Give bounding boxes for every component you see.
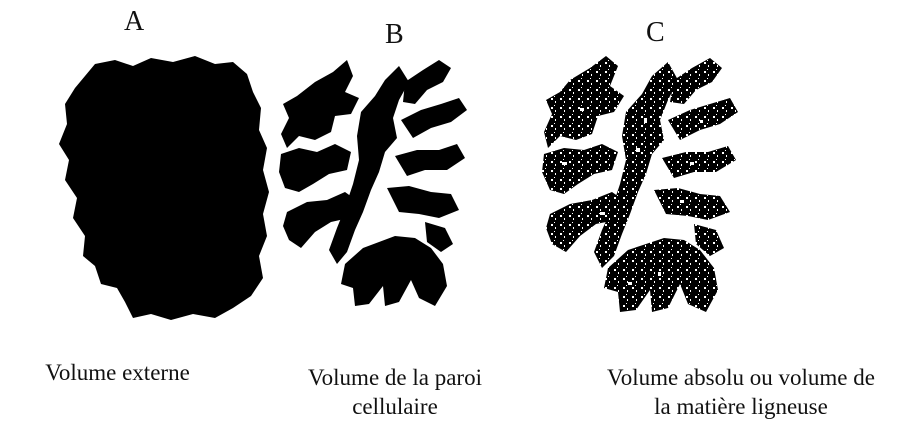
panel-b-letter: B: [385, 21, 404, 49]
cell-wall-silhouette: [275, 52, 475, 312]
caption-b-line-2: cellulaire: [265, 392, 525, 421]
caption-b-line-1: Volume de la paroi: [265, 363, 525, 392]
panel-a-letter: A: [124, 8, 144, 36]
external-volume-silhouette: [55, 52, 270, 322]
wood-matter-silhouette: [540, 50, 745, 318]
caption-cell-wall-volume: Volume de la paroi cellulaire: [265, 363, 525, 421]
caption-absolute-volume: Volume absolu ou volume de la matière li…: [560, 363, 922, 421]
caption-c-line-2: la matière ligneuse: [560, 392, 922, 421]
caption-a-line-1: Volume externe: [0, 358, 235, 387]
panel-c-letter: C: [646, 19, 665, 47]
caption-external-volume: Volume externe: [0, 358, 235, 387]
caption-c-line-1: Volume absolu ou volume de: [560, 363, 922, 392]
